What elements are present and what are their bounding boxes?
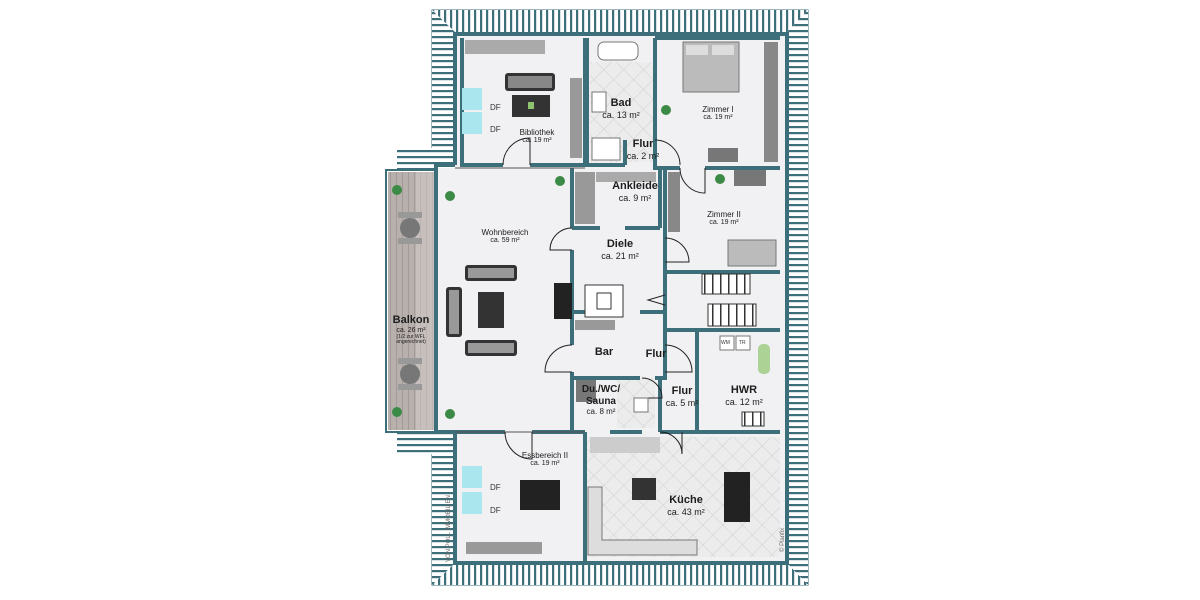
washer-label: WM xyxy=(721,340,730,346)
room-label-balkon: Balkon ca. 26 m² (1/2 zur WFL angerechne… xyxy=(392,314,430,346)
skylight-2 xyxy=(462,112,482,134)
skylight-label: DF xyxy=(490,506,501,515)
skylight-label: DF xyxy=(490,103,501,112)
plant-icons xyxy=(392,105,725,419)
watermark-right: © Planfix xyxy=(780,527,786,552)
furniture xyxy=(398,40,778,556)
stair-icon xyxy=(701,273,757,327)
skylight-label: DF xyxy=(490,125,501,134)
table-icon xyxy=(478,292,504,328)
interior-lines xyxy=(455,167,585,433)
room-label-flur-2: Flur xyxy=(645,348,667,360)
watermark-left: VON POLL IMMOBILIEN xyxy=(446,495,452,562)
skylight-4 xyxy=(462,492,482,514)
skylight-1 xyxy=(462,88,482,110)
dryer-label: TR xyxy=(739,340,746,346)
room-label-bar: Bar xyxy=(594,346,614,358)
skylight-3 xyxy=(462,466,482,488)
door-swing-icons xyxy=(502,137,706,460)
walls xyxy=(434,32,789,565)
skylights xyxy=(462,88,482,514)
sofa-icon xyxy=(505,73,555,117)
room-label-du-wc-sauna: Du./WC/ Sauna ca. 8 m² xyxy=(581,384,621,416)
balcony xyxy=(385,148,437,454)
skylight-label: DF xyxy=(490,483,501,492)
bed-icon xyxy=(682,41,740,93)
